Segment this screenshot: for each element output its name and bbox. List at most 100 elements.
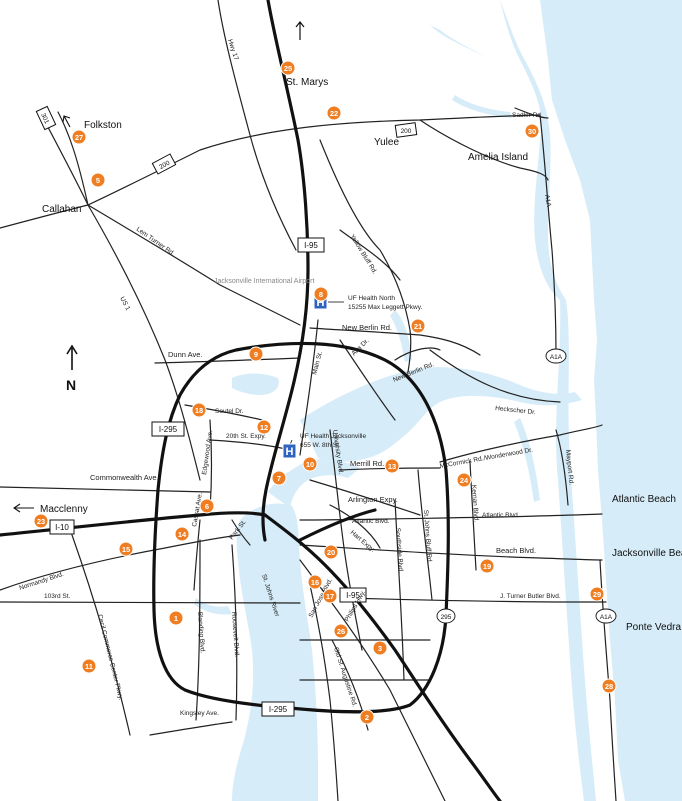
trout-river [232,373,279,395]
marker[interactable]: 10 [302,456,318,472]
place-amelia-island: Amelia Island [468,152,528,163]
hospital-jax: H UF Health Jacksonville 655 W. 8th St. [282,433,366,459]
road-sr200 [57,111,541,206]
marker[interactable]: 29 [589,586,605,602]
shield-a1a-north: A1A [545,348,567,364]
svg-text:17: 17 [326,592,334,601]
svg-text:295: 295 [441,614,452,621]
label-atlantic-east: Atlantic Blvd. [482,512,520,519]
shield-i95-north: I-95 [297,237,325,253]
hospital-jax-icon [282,443,297,459]
i95-south [263,513,502,801]
road-cassat [193,519,201,591]
amelia-marsh [430,25,512,118]
label-jtb: J. Turner Butler Blvd. [500,593,561,600]
marker[interactable]: 1 [168,610,184,626]
svg-text:A1A: A1A [550,354,563,361]
svg-text:6: 6 [205,502,209,511]
svg-text:20: 20 [327,548,335,557]
north-arrow: N [66,344,78,393]
place-jax-airport: Jacksonville International Airport [214,278,314,285]
marker[interactable]: 8 [313,286,329,302]
hospital-north-address: 15255 Max Leggett Pkwy. [348,304,423,311]
road-amelia-connector [419,119,549,181]
svg-text:I-295: I-295 [159,425,178,434]
marker[interactable]: 18 [191,402,207,418]
sr9a-east [298,508,377,542]
label-southside: Southside Blvd. [394,528,404,574]
location-markers: 1 2 3 5 6 7 8 9 10 11 12 13 14 15 16 17 … [33,60,617,725]
label-a1a-north: A1A [543,194,552,208]
label-old-st-augustine: Old St. Augustine Rd. [332,646,358,707]
svg-text:200: 200 [158,160,171,171]
marker[interactable]: 7 [271,470,287,486]
road-callahan-west [0,204,89,229]
marker[interactable]: 14 [174,526,190,542]
road-us1 [87,204,201,481]
place-folkston: Folkston [84,120,122,131]
road-san-jose [309,584,339,801]
ortega-river [194,598,232,615]
marker[interactable]: 2 [359,709,375,725]
marker[interactable]: 20 [323,544,339,560]
label-sadler: Sadler Rd. [512,112,543,119]
svg-text:28: 28 [605,682,613,691]
svg-text:H: H [317,297,325,309]
road-dunn [154,357,301,364]
place-ponte-vedra-beach: Ponte Vedra Beach [626,622,682,633]
highway-shields: I-95 I-95 I-295 I-295 I-10 200 200 301 [35,105,617,717]
marker[interactable]: 13 [384,458,400,474]
i95-north [261,0,310,542]
marker[interactable]: 3 [372,640,388,656]
svg-text:I-95: I-95 [304,241,318,250]
hospital-north: H UF Health North 15255 Max Leggett Pkwy… [313,294,423,311]
shield-i295-south: I-295 [261,701,295,717]
marker[interactable]: 24 [456,472,472,488]
hospital-jax-name: UF Health Jacksonville [300,433,366,440]
marker[interactable]: 22 [326,105,342,121]
shield-us301: 301 [35,105,57,131]
marker[interactable]: 9 [248,346,264,362]
road-mccormick [439,424,603,463]
label-st-johns-bluff: St. Johns Bluff Rd. [422,510,433,564]
road-main-st [299,319,319,456]
svg-text:14: 14 [178,530,187,539]
label-20th: 20th St. Expy. [226,433,266,440]
marker[interactable]: 19 [479,558,495,574]
svg-text:11: 11 [85,662,93,671]
svg-text:I-95: I-95 [346,591,360,600]
marker[interactable]: 25 [280,60,296,76]
marker[interactable]: 23 [33,513,49,529]
svg-text:9: 9 [254,350,258,359]
road-heckscher [429,349,561,403]
north-arrow-icon [66,344,78,370]
place-callahan: Callahan [42,204,81,215]
st-johns-river-south [232,503,318,801]
svg-text:25: 25 [284,64,292,73]
road-southside [394,499,405,681]
shield-a1a-south: A1A [595,608,617,624]
marker[interactable]: 12 [256,419,272,435]
atlantic-ocean [540,0,682,801]
label-blanding: Blanding Blvd. [196,612,206,654]
marker[interactable]: 16 [307,574,323,590]
place-st-marys: St. Marys [286,77,328,88]
svg-text:8: 8 [319,290,323,299]
road-st-johns-bluff [417,469,433,601]
marker[interactable]: 5 [90,172,106,188]
marker[interactable]: 15 [118,541,134,557]
marker[interactable]: 21 [410,318,426,334]
marker[interactable]: 30 [524,123,540,139]
marker[interactable]: 6 [199,498,215,514]
nassau-river-marsh [420,0,566,300]
label-heckscher: Heckscher Dr. [495,405,537,416]
svg-text:16: 16 [311,578,319,587]
label-kingsley: Kingsley Ave. [180,710,219,717]
marker[interactable]: 17 [322,588,338,604]
svg-text:7: 7 [277,474,281,483]
svg-text:2: 2 [365,713,369,722]
marker[interactable]: 27 [71,129,87,145]
marker[interactable]: 26 [333,623,349,639]
marker[interactable]: 11 [81,658,97,674]
marker[interactable]: 28 [601,678,617,694]
